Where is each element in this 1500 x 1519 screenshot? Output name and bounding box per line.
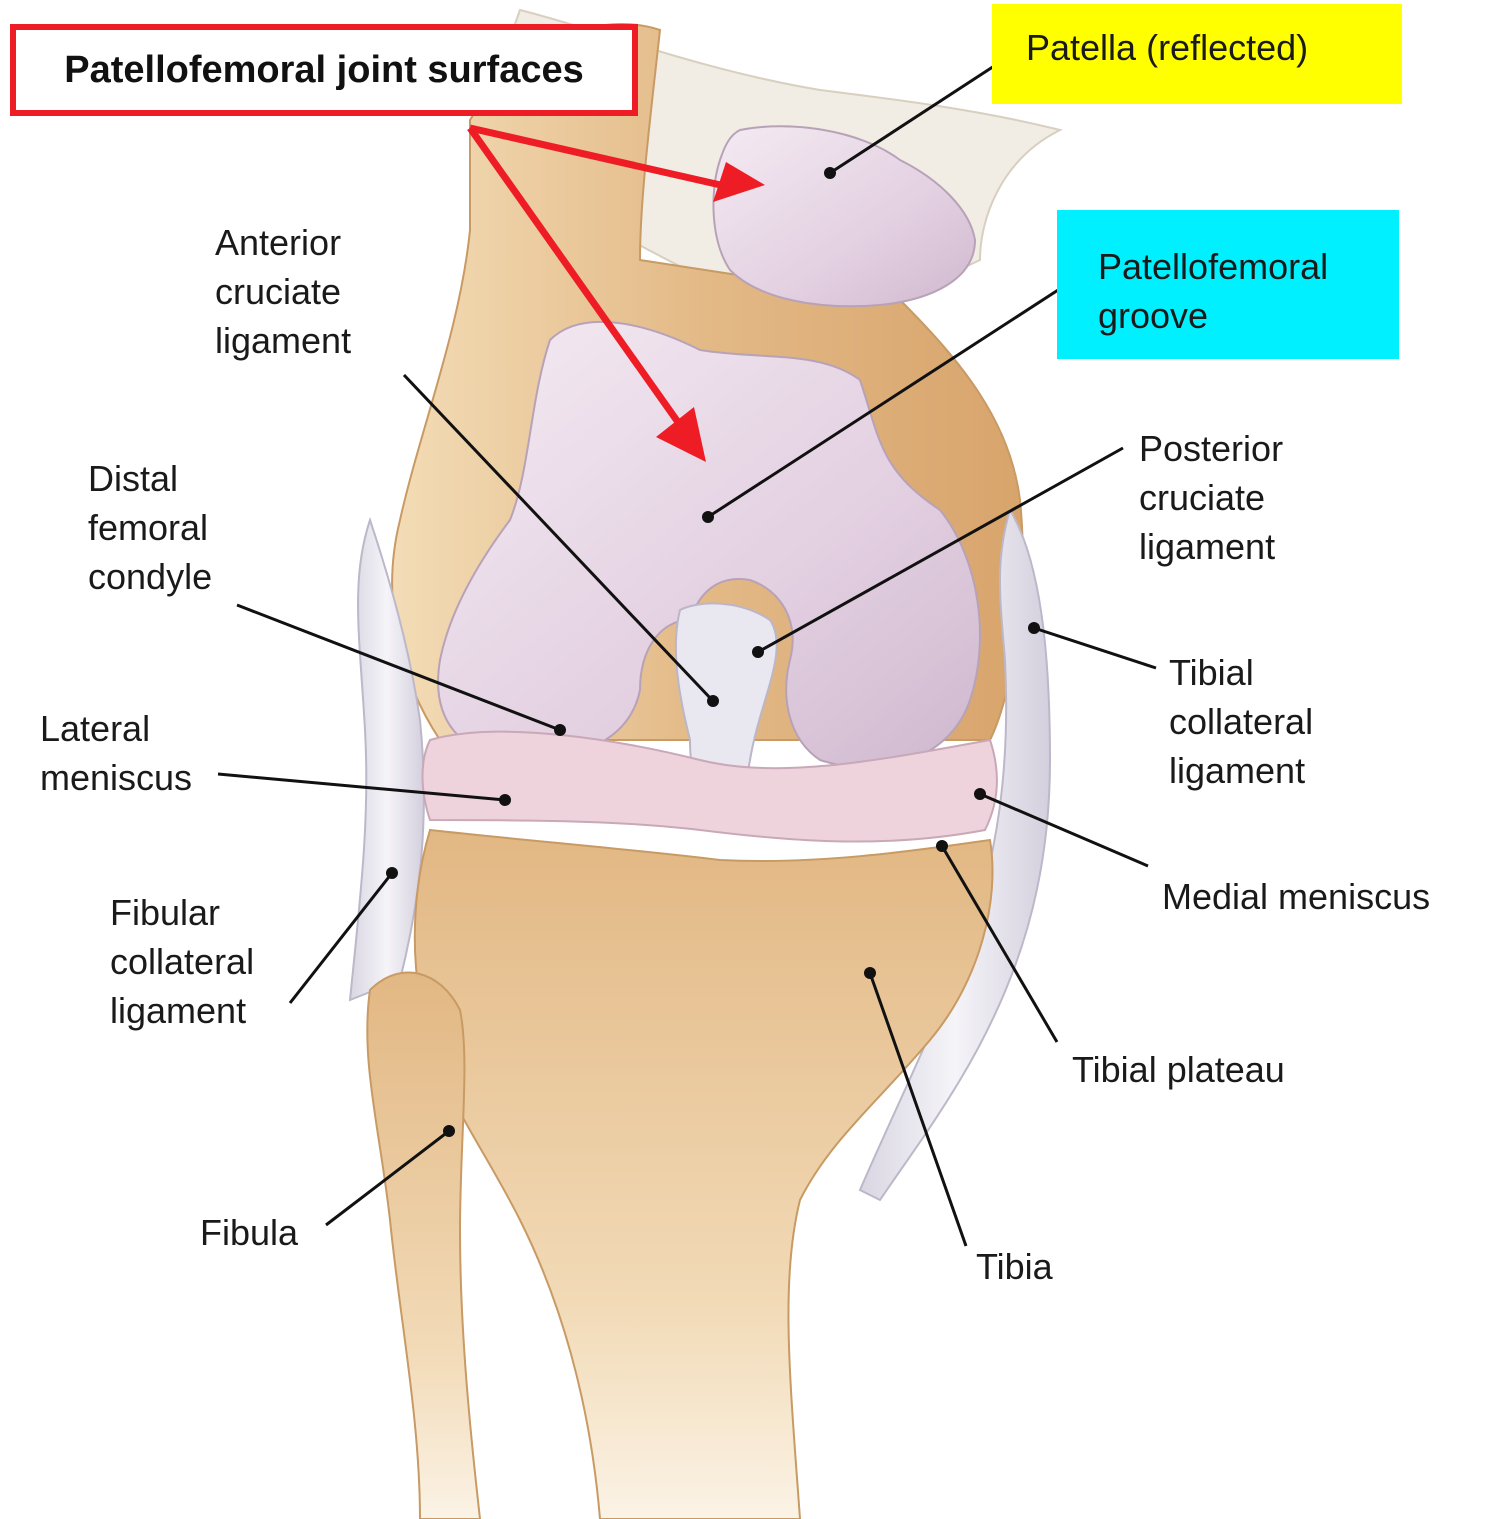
callout-arrow-to-groove <box>467 125 683 428</box>
leader-pcl-line <box>757 446 1124 654</box>
fibula-shape <box>366 971 482 1519</box>
leader-condyle-line <box>236 603 561 732</box>
callout-title: Patellofemoral joint surfaces <box>10 24 638 116</box>
patella-highlight-box <box>992 4 1402 104</box>
leader-fcl-dot <box>386 867 398 879</box>
groove-highlight-box <box>1057 210 1399 359</box>
label-fibula: Fibula <box>200 1212 299 1253</box>
leader-fcl-line <box>288 872 394 1004</box>
leader-acl-line <box>402 373 715 703</box>
leader-tibia-dot <box>864 967 876 979</box>
label-anterior-cruciate-ligament: Anterior cruciate ligament <box>215 222 352 361</box>
leader-groove-dot <box>702 511 714 523</box>
label-patellofemoral-groove: Patellofemoral groove <box>1098 246 1329 336</box>
leader-condyle-dot <box>554 724 566 736</box>
label-distal-femoral-condyle: Distal femoral condyle <box>88 458 213 597</box>
leader-lateral-meniscus-line <box>217 772 506 802</box>
leader-patella-line <box>829 55 1009 175</box>
label-tibial-collateral-ligament: Tibial collateral ligament <box>1169 652 1314 791</box>
callout-arrowhead-groove <box>656 407 706 462</box>
leader-acl-dot <box>707 695 719 707</box>
leader-patella-dot <box>824 167 836 179</box>
leader-tibial-plateau-line <box>940 845 1059 1043</box>
leader-tibial-plateau-dot <box>936 840 948 852</box>
leader-lateral-meniscus-dot <box>499 794 511 806</box>
meniscus-shape <box>421 730 998 843</box>
callout-arrows <box>467 124 765 462</box>
label-tibial-plateau: Tibial plateau <box>1072 1049 1285 1090</box>
leader-medial-meniscus-dot <box>974 788 986 800</box>
callout-arrow-to-patella <box>469 124 726 190</box>
label-lateral-meniscus: Lateral meniscus <box>40 708 193 798</box>
leader-medial-meniscus-line <box>979 792 1149 868</box>
callout-arrowhead-patella <box>713 162 765 202</box>
leader-tcl-line <box>1033 626 1157 670</box>
tibial-collateral-ligament-shape <box>858 507 1052 1202</box>
femoral-cartilage <box>437 320 981 769</box>
leader-fibula-dot <box>443 1125 455 1137</box>
label-medial-meniscus: Medial meniscus <box>1162 876 1431 917</box>
leader-groove-line <box>707 266 1093 519</box>
tibia-shape <box>413 828 994 1519</box>
label-posterior-cruciate-ligament: Posterior cruciate ligament <box>1139 428 1284 567</box>
leader-fibula-line <box>325 1129 450 1227</box>
label-tibia: Tibia <box>976 1246 1053 1287</box>
label-patella: Patella (reflected) <box>1026 27 1309 68</box>
leader-tcl-dot <box>1028 622 1040 634</box>
leader-pcl-dot <box>752 646 764 658</box>
label-fibular-collateral-ligament: Fibular collateral ligament <box>110 892 255 1031</box>
leader-tibia-line <box>868 972 968 1247</box>
